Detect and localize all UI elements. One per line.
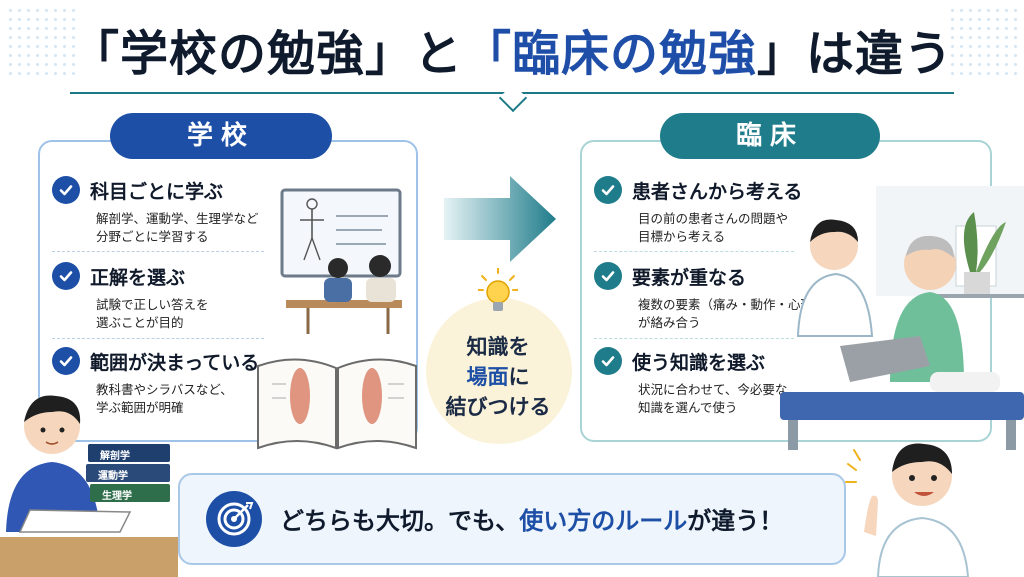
concept-text: 知識を 場面に 結びつける xyxy=(445,335,551,419)
clinic-item-select: 使う知識を選ぶ 状況に合わせて、今必要な 知識を選んで使う xyxy=(594,347,924,417)
check-icon xyxy=(52,347,80,375)
clinic-item-patient: 患者さんから考える 目の前の患者さんの問題や 目標から考える xyxy=(594,176,924,246)
lightbulb-icon xyxy=(478,268,518,311)
decor-dots xyxy=(948,6,1018,76)
divider xyxy=(594,338,794,339)
book-spine-label: 生理学 xyxy=(102,491,132,502)
summary-banner: どちらも大切。でも、使い方のルールが違う！ xyxy=(178,473,846,565)
page-title: 「学校の勉強」と「臨床の勉強」は違う xyxy=(70,26,954,82)
check-icon xyxy=(594,262,622,290)
clinic-item-desc: 状況に合わせて、今必要な 知識を選んで使う xyxy=(638,382,788,415)
decor-dots xyxy=(6,6,76,76)
school-item-desc: 試験で正しい答えを 選ぶことが目的 xyxy=(96,297,209,330)
school-item-title: 科目ごとに学ぶ xyxy=(90,180,224,203)
book-spine-label: 運動学 xyxy=(98,471,128,482)
clinic-label: 臨床 xyxy=(660,113,880,159)
open-book-illustration xyxy=(257,358,417,450)
check-icon xyxy=(594,347,622,375)
school-item-subjects: 科目ごとに学ぶ 解剖学、運動学、生理学など 分野ごとに学習する xyxy=(52,176,382,246)
clinic-item-desc: 目の前の患者さんの問題や 目標から考える xyxy=(638,211,789,244)
divider xyxy=(52,338,264,339)
school-item-answer: 正解を選ぶ 試験で正しい答えを 選ぶことが目的 xyxy=(52,262,382,332)
check-icon xyxy=(52,262,80,290)
school-item-desc: 教科書やシラバスなど、 学ぶ範囲が明確 xyxy=(96,382,233,415)
summary-message: どちらも大切。でも、使い方のルールが違う！ xyxy=(280,507,784,535)
title-clinic: 臨床の勉強 xyxy=(512,26,758,82)
clinic-illustration xyxy=(780,186,1024,450)
target-icon xyxy=(206,491,262,547)
title-divider-caret xyxy=(498,83,528,113)
classroom-illustration xyxy=(280,188,402,334)
clinic-item-title: 患者さんから考える xyxy=(632,180,803,203)
clinic-item-title: 使う知識を選ぶ xyxy=(632,351,766,374)
concept-circle xyxy=(426,298,572,444)
school-item-desc: 解剖学、運動学、生理学など 分野ごとに学習する xyxy=(96,211,259,244)
clinic-item-desc: 複数の要素（痛み・動作・心理など） が絡み合う xyxy=(638,297,851,330)
divider xyxy=(52,251,264,252)
book-spine-label: 解剖学 xyxy=(100,451,130,462)
check-icon xyxy=(52,176,80,204)
student-illustration xyxy=(0,395,178,577)
title-school: 学校の勉強 xyxy=(119,26,365,82)
school-item-title: 範囲が決まっている xyxy=(90,351,260,374)
clinic-item-overlap: 要素が重なる 複数の要素（痛み・動作・心理など） が絡み合う xyxy=(594,262,924,332)
check-icon xyxy=(594,176,622,204)
therapist-illustration xyxy=(845,443,970,577)
school-item-scope: 範囲が決まっている 教科書やシラバスなど、 学ぶ範囲が明確 xyxy=(52,347,382,417)
clinic-item-title: 要素が重なる xyxy=(632,266,747,289)
center-concept: 知識を 場面に 結びつける xyxy=(422,268,574,444)
divider xyxy=(594,251,794,252)
arrow-right-icon xyxy=(444,176,556,262)
school-label: 学校 xyxy=(110,113,332,159)
school-item-title: 正解を選ぶ xyxy=(90,266,186,289)
